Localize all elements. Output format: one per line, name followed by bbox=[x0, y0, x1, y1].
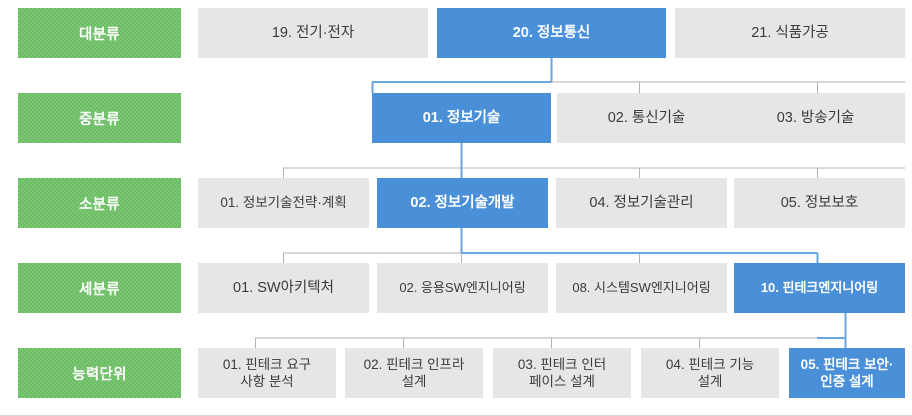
node-r1-c2-selected[interactable]: 20. 정보통신 bbox=[437, 8, 666, 58]
node-r5-c3[interactable]: 03. 핀테크 인터 페이스 설계 bbox=[493, 348, 631, 398]
node-r5-c2[interactable]: 02. 핀테크 인프라 설계 bbox=[345, 348, 483, 398]
node-r3-c1[interactable]: 01. 정보기술전략·계획 bbox=[198, 178, 369, 228]
node-r4-c3[interactable]: 08. 시스템SW엔지니어링 bbox=[556, 263, 727, 313]
node-r4-c1[interactable]: 01. SW아키텍처 bbox=[198, 263, 369, 313]
node-r2-c3[interactable]: 03. 방송기술 bbox=[726, 93, 905, 143]
level-label-sebunryu: 세분류 bbox=[18, 263, 181, 313]
node-r4-c4-selected[interactable]: 10. 핀테크엔지니어링 bbox=[734, 263, 905, 313]
level-label-sobunryu: 소분류 bbox=[18, 178, 181, 228]
node-r2-c2[interactable]: 02. 통신기술 bbox=[557, 93, 736, 143]
node-r2-c1-selected[interactable]: 01. 정보기술 bbox=[372, 93, 551, 143]
level-label-neungryeokdanwi: 능력단위 bbox=[18, 348, 181, 398]
node-r3-c3[interactable]: 04. 정보기술관리 bbox=[556, 178, 727, 228]
node-r5-c5-selected[interactable]: 05. 핀테크 보안· 인증 설계 bbox=[789, 348, 905, 398]
node-r3-c4[interactable]: 05. 정보보호 bbox=[734, 178, 905, 228]
level-label-jungbunryu: 중분류 bbox=[18, 93, 181, 143]
row-neungryeokdanwi: 능력단위 01. 핀테크 요구 사항 분석 02. 핀테크 인프라 설계 03.… bbox=[0, 348, 912, 398]
level-label-daebunryu: 대분류 bbox=[18, 8, 181, 58]
row-jungbunryu: 중분류 01. 정보기술 02. 통신기술 03. 방송기술 bbox=[0, 93, 912, 143]
node-r3-c2-selected[interactable]: 02. 정보기술개발 bbox=[377, 178, 548, 228]
node-r4-c2[interactable]: 02. 응용SW엔지니어링 bbox=[377, 263, 548, 313]
node-r5-c1[interactable]: 01. 핀테크 요구 사항 분석 bbox=[198, 348, 336, 398]
row-sebunryu: 세분류 01. SW아키텍처 02. 응용SW엔지니어링 08. 시스템SW엔지… bbox=[0, 263, 912, 313]
node-r1-c3[interactable]: 21. 식품가공 bbox=[675, 8, 905, 58]
row-sobunryu: 소분류 01. 정보기술전략·계획 02. 정보기술개발 04. 정보기술관리 … bbox=[0, 178, 912, 228]
node-r1-c1[interactable]: 19. 전기·전자 bbox=[198, 8, 428, 58]
node-r5-c4[interactable]: 04. 핀테크 기능 설계 bbox=[641, 348, 779, 398]
row-daebunryu: 대분류 19. 전기·전자 20. 정보통신 21. 식품가공 bbox=[0, 8, 912, 58]
